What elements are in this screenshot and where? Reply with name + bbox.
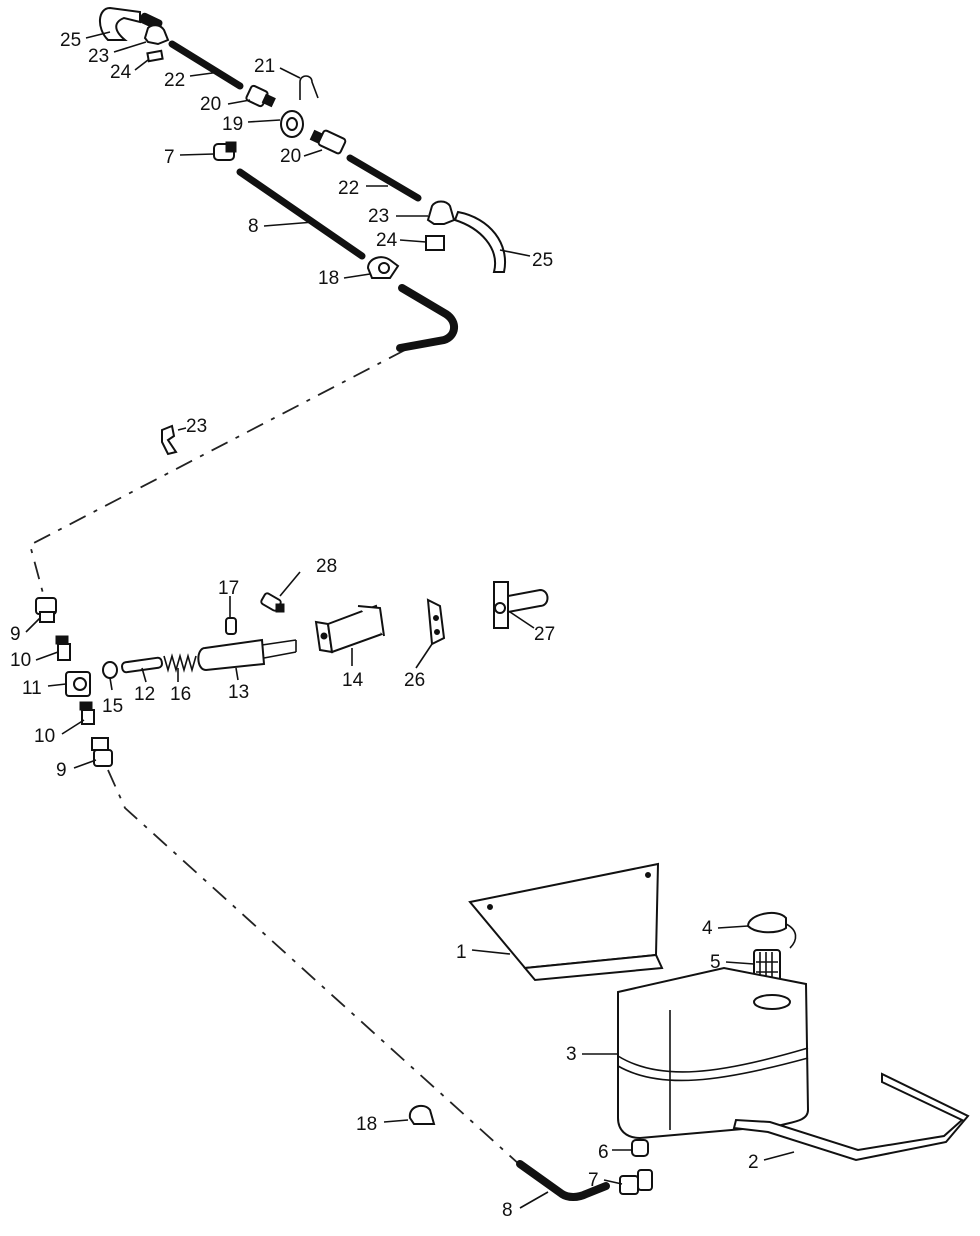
strap-2: [732, 1072, 970, 1162]
plate-26: [426, 598, 446, 646]
label-6: 6: [598, 1142, 609, 1163]
label-20-mid: 20: [280, 146, 301, 167]
label-7-bottom: 7: [588, 1170, 599, 1191]
label-19: 19: [222, 114, 243, 135]
hose-route-upper: [28, 349, 406, 598]
label-22-mid: 22: [338, 178, 359, 199]
label-5: 5: [710, 952, 721, 973]
handle-13: [197, 638, 297, 672]
label-25-mid: 25: [532, 250, 553, 271]
clip-21: [299, 75, 319, 100]
nut-24-mid: [425, 235, 445, 251]
label-20-top: 20: [200, 94, 221, 115]
label-28: 28: [316, 556, 337, 577]
label-9-bottom: 9: [56, 760, 67, 781]
label-8-bottom: 8: [502, 1200, 513, 1221]
label-16: 16: [170, 684, 191, 705]
label-24-top: 24: [110, 62, 132, 83]
clamp-23-top: [143, 24, 170, 46]
cap-4: [746, 911, 797, 949]
label-4: 4: [702, 918, 713, 939]
part-labels: 25 23 24 22 21 20 19 7 20 22 23 24 25 8 …: [10, 30, 759, 1221]
label-9-top: 9: [10, 624, 21, 645]
nut-24-top: [146, 49, 164, 63]
tube-8-bottom: [516, 1160, 610, 1201]
shield-1: [468, 862, 664, 982]
strainer-5: [753, 949, 781, 983]
label-21: 21: [254, 56, 275, 77]
clamp-18-mid: [366, 256, 400, 279]
fitting-28: [260, 592, 285, 613]
leader-lines: [25, 31, 795, 1209]
clip-23-lower: [161, 424, 178, 456]
label-22-top: 22: [164, 70, 185, 91]
label-27: 27: [534, 624, 555, 645]
label-14: 14: [342, 670, 364, 691]
label-15: 15: [102, 696, 123, 717]
label-12: 12: [134, 684, 155, 705]
fitting-20-top: [245, 84, 276, 108]
label-2: 2: [748, 1152, 759, 1173]
bracket-27: [493, 581, 549, 629]
label-7-top: 7: [164, 147, 175, 168]
label-25-top: 25: [60, 30, 81, 51]
label-10-bottom: 10: [34, 726, 55, 747]
label-23-mid: 23: [368, 206, 389, 227]
tee-11: [65, 671, 91, 697]
tube-8-top: [236, 168, 366, 260]
label-24-mid: 24: [376, 230, 398, 251]
hose-25-mid: [453, 210, 507, 273]
hose-25-top: [99, 6, 141, 41]
tube-8-bend: [396, 284, 458, 352]
bracket-14: [314, 604, 385, 654]
label-11: 11: [22, 678, 42, 699]
tank-3: [617, 966, 810, 1140]
tee-19: [280, 110, 304, 138]
elbow-7-bottom: [619, 1169, 653, 1195]
nipple-10-bottom: [79, 701, 95, 725]
clamp-23-mid: [426, 200, 456, 225]
fitting-17: [225, 617, 237, 635]
tube-22-mid: [346, 154, 422, 202]
tube-22-top: [168, 40, 244, 90]
label-13: 13: [228, 682, 249, 703]
hose-route-lower: [107, 769, 521, 1166]
label-3: 3: [566, 1044, 577, 1065]
fitting-9-top: [35, 597, 57, 623]
fitting-20-mid: [309, 129, 347, 155]
label-17: 17: [218, 578, 239, 599]
label-23-top: 23: [88, 46, 109, 67]
nipple-10-top: [55, 635, 71, 661]
label-1: 1: [456, 942, 467, 963]
label-18-bottom: 18: [356, 1114, 377, 1135]
washer-15: [102, 661, 118, 679]
nut-6: [631, 1139, 649, 1157]
label-8-top: 8: [248, 216, 259, 237]
label-10-top: 10: [10, 650, 31, 671]
elbow-7-top: [213, 141, 237, 161]
fitting-9-bottom: [91, 737, 113, 767]
label-26: 26: [404, 670, 425, 691]
label-23-lower: 23: [186, 416, 207, 437]
clamp-18-bottom: [408, 1104, 436, 1125]
label-18-mid: 18: [318, 268, 339, 289]
spring-16: [163, 653, 197, 673]
